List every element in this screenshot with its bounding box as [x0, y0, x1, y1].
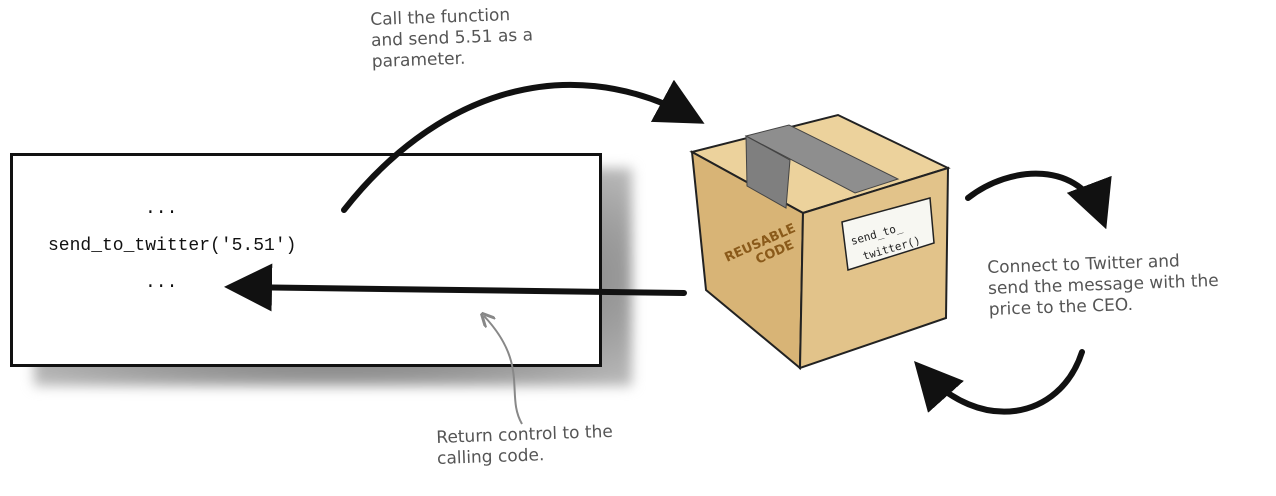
return-arrow	[236, 287, 684, 293]
process-arrow-top	[968, 174, 1102, 218]
reusable-code-box: send_to_ twitter() REUSABLE CODE	[692, 115, 948, 368]
return-note-pointer	[484, 316, 522, 424]
call-arrow	[344, 85, 694, 210]
process-arrow-bottom	[922, 352, 1082, 412]
